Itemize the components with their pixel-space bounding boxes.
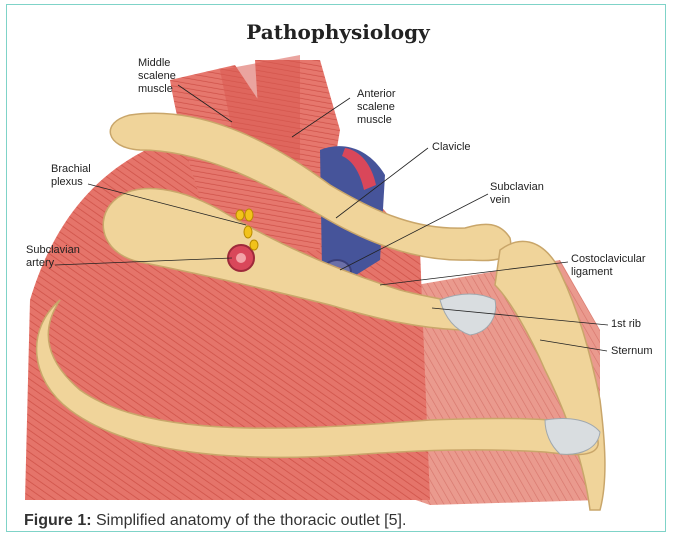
label-sternum: Sternum	[611, 345, 653, 358]
label-clavicle: Clavicle	[432, 141, 471, 154]
caption-label: Figure 1:	[24, 512, 92, 529]
label-first-rib: 1st rib	[611, 318, 641, 331]
figure-title: Pathophysiology	[0, 20, 676, 44]
figure-caption: Figure 1: Simplified anatomy of the thor…	[24, 512, 406, 530]
caption-text: Simplified anatomy of the thoracic outle…	[92, 512, 407, 529]
